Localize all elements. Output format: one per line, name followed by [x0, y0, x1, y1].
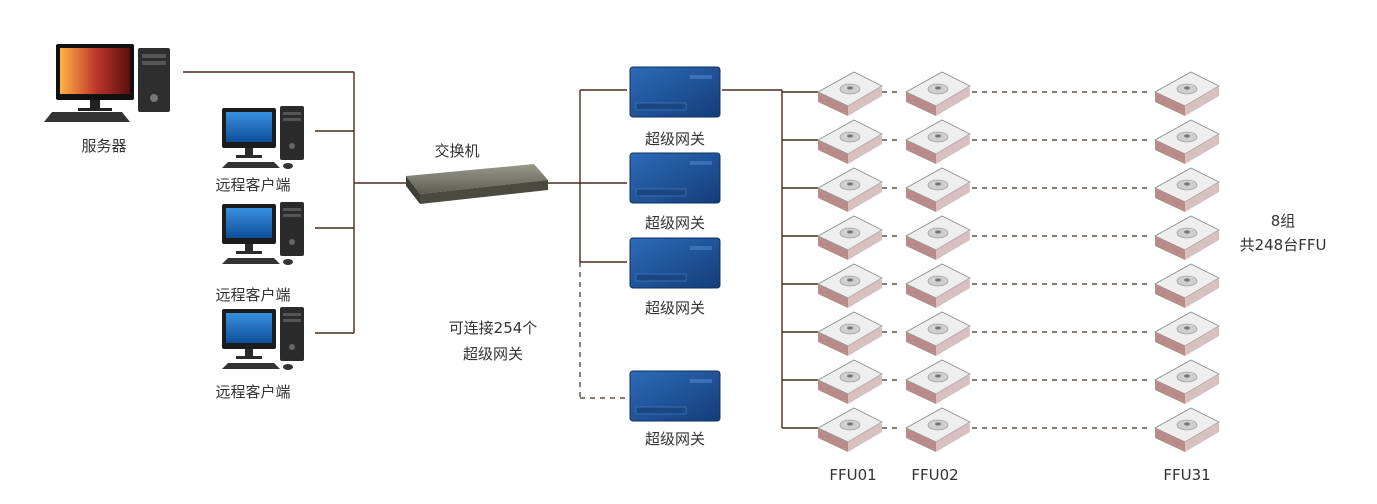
gateway-note-line2: 超级网关 [462, 345, 524, 363]
client-label-1: 远程客户端 [215, 176, 291, 194]
gateway-label-3: 超级网关 [644, 299, 706, 317]
ffu-icon-02-row-4 [905, 215, 971, 261]
ffu-icon-01-row-7 [817, 359, 883, 405]
ffu-icon-01-row-4 [817, 215, 883, 261]
gateway-label-4: 超级网关 [644, 430, 706, 448]
ffu-label-second: FFU02 [911, 466, 959, 484]
ffu-icon-01-row-6 [817, 311, 883, 357]
ffu-icon-02-row-8 [905, 407, 971, 453]
ffu-icon-31-row-5 [1154, 263, 1220, 309]
ffu-label-last: FFU31 [1163, 466, 1211, 484]
ffu-icon-01-row-5 [817, 263, 883, 309]
network-switch-icon [406, 164, 548, 204]
ffu-icon-02-row-7 [905, 359, 971, 405]
server-label: 服务器 [81, 137, 127, 155]
client-label-3: 远程客户端 [215, 383, 291, 401]
gateway-device-icon-1 [629, 66, 721, 118]
ffu-icon-02-row-1 [905, 71, 971, 117]
client-computer-icon-3 [222, 307, 304, 370]
connection-lines [183, 71, 1150, 429]
gateway-label-1: 超级网关 [644, 130, 706, 148]
ffu-icon-31-row-4 [1154, 215, 1220, 261]
ffu-icon-31-row-7 [1154, 359, 1220, 405]
ffu-icon-02-row-3 [905, 167, 971, 213]
ffu-icon-31-row-1 [1154, 71, 1220, 117]
client-computer-icon-1 [222, 106, 304, 169]
client-computer-icon-2 [222, 202, 304, 265]
gateway-device-icon-4 [629, 370, 721, 422]
ffu-icon-31-row-2 [1154, 119, 1220, 165]
gateway-device-icon-2 [629, 152, 721, 204]
ffu-icon-31-row-8 [1154, 407, 1220, 453]
gateway-label-2: 超级网关 [644, 214, 706, 232]
ffu-icon-01-row-1 [817, 71, 883, 117]
ffu-icon-01-row-2 [817, 119, 883, 165]
ffu-label-first: FFU01 [829, 466, 877, 484]
group-count-line2: 共248台FFU [1239, 236, 1327, 254]
ffu-icon-02-row-5 [905, 263, 971, 309]
gateway-note-line1: 可连接254个 [448, 319, 538, 337]
ffu-icon-31-row-6 [1154, 311, 1220, 357]
ffu-icon-01-row-8 [817, 407, 883, 453]
server-computer-icon [44, 44, 170, 122]
ffu-icon-02-row-2 [905, 119, 971, 165]
gateway-device-icon-3 [629, 237, 721, 289]
ffu-icon-01-row-3 [817, 167, 883, 213]
switch-label: 交换机 [434, 142, 480, 160]
client-label-2: 远程客户端 [215, 286, 291, 304]
ffu-icon-02-row-6 [905, 311, 971, 357]
ffu-icon-31-row-3 [1154, 167, 1220, 213]
group-count-line1: 8组 [1270, 212, 1296, 230]
